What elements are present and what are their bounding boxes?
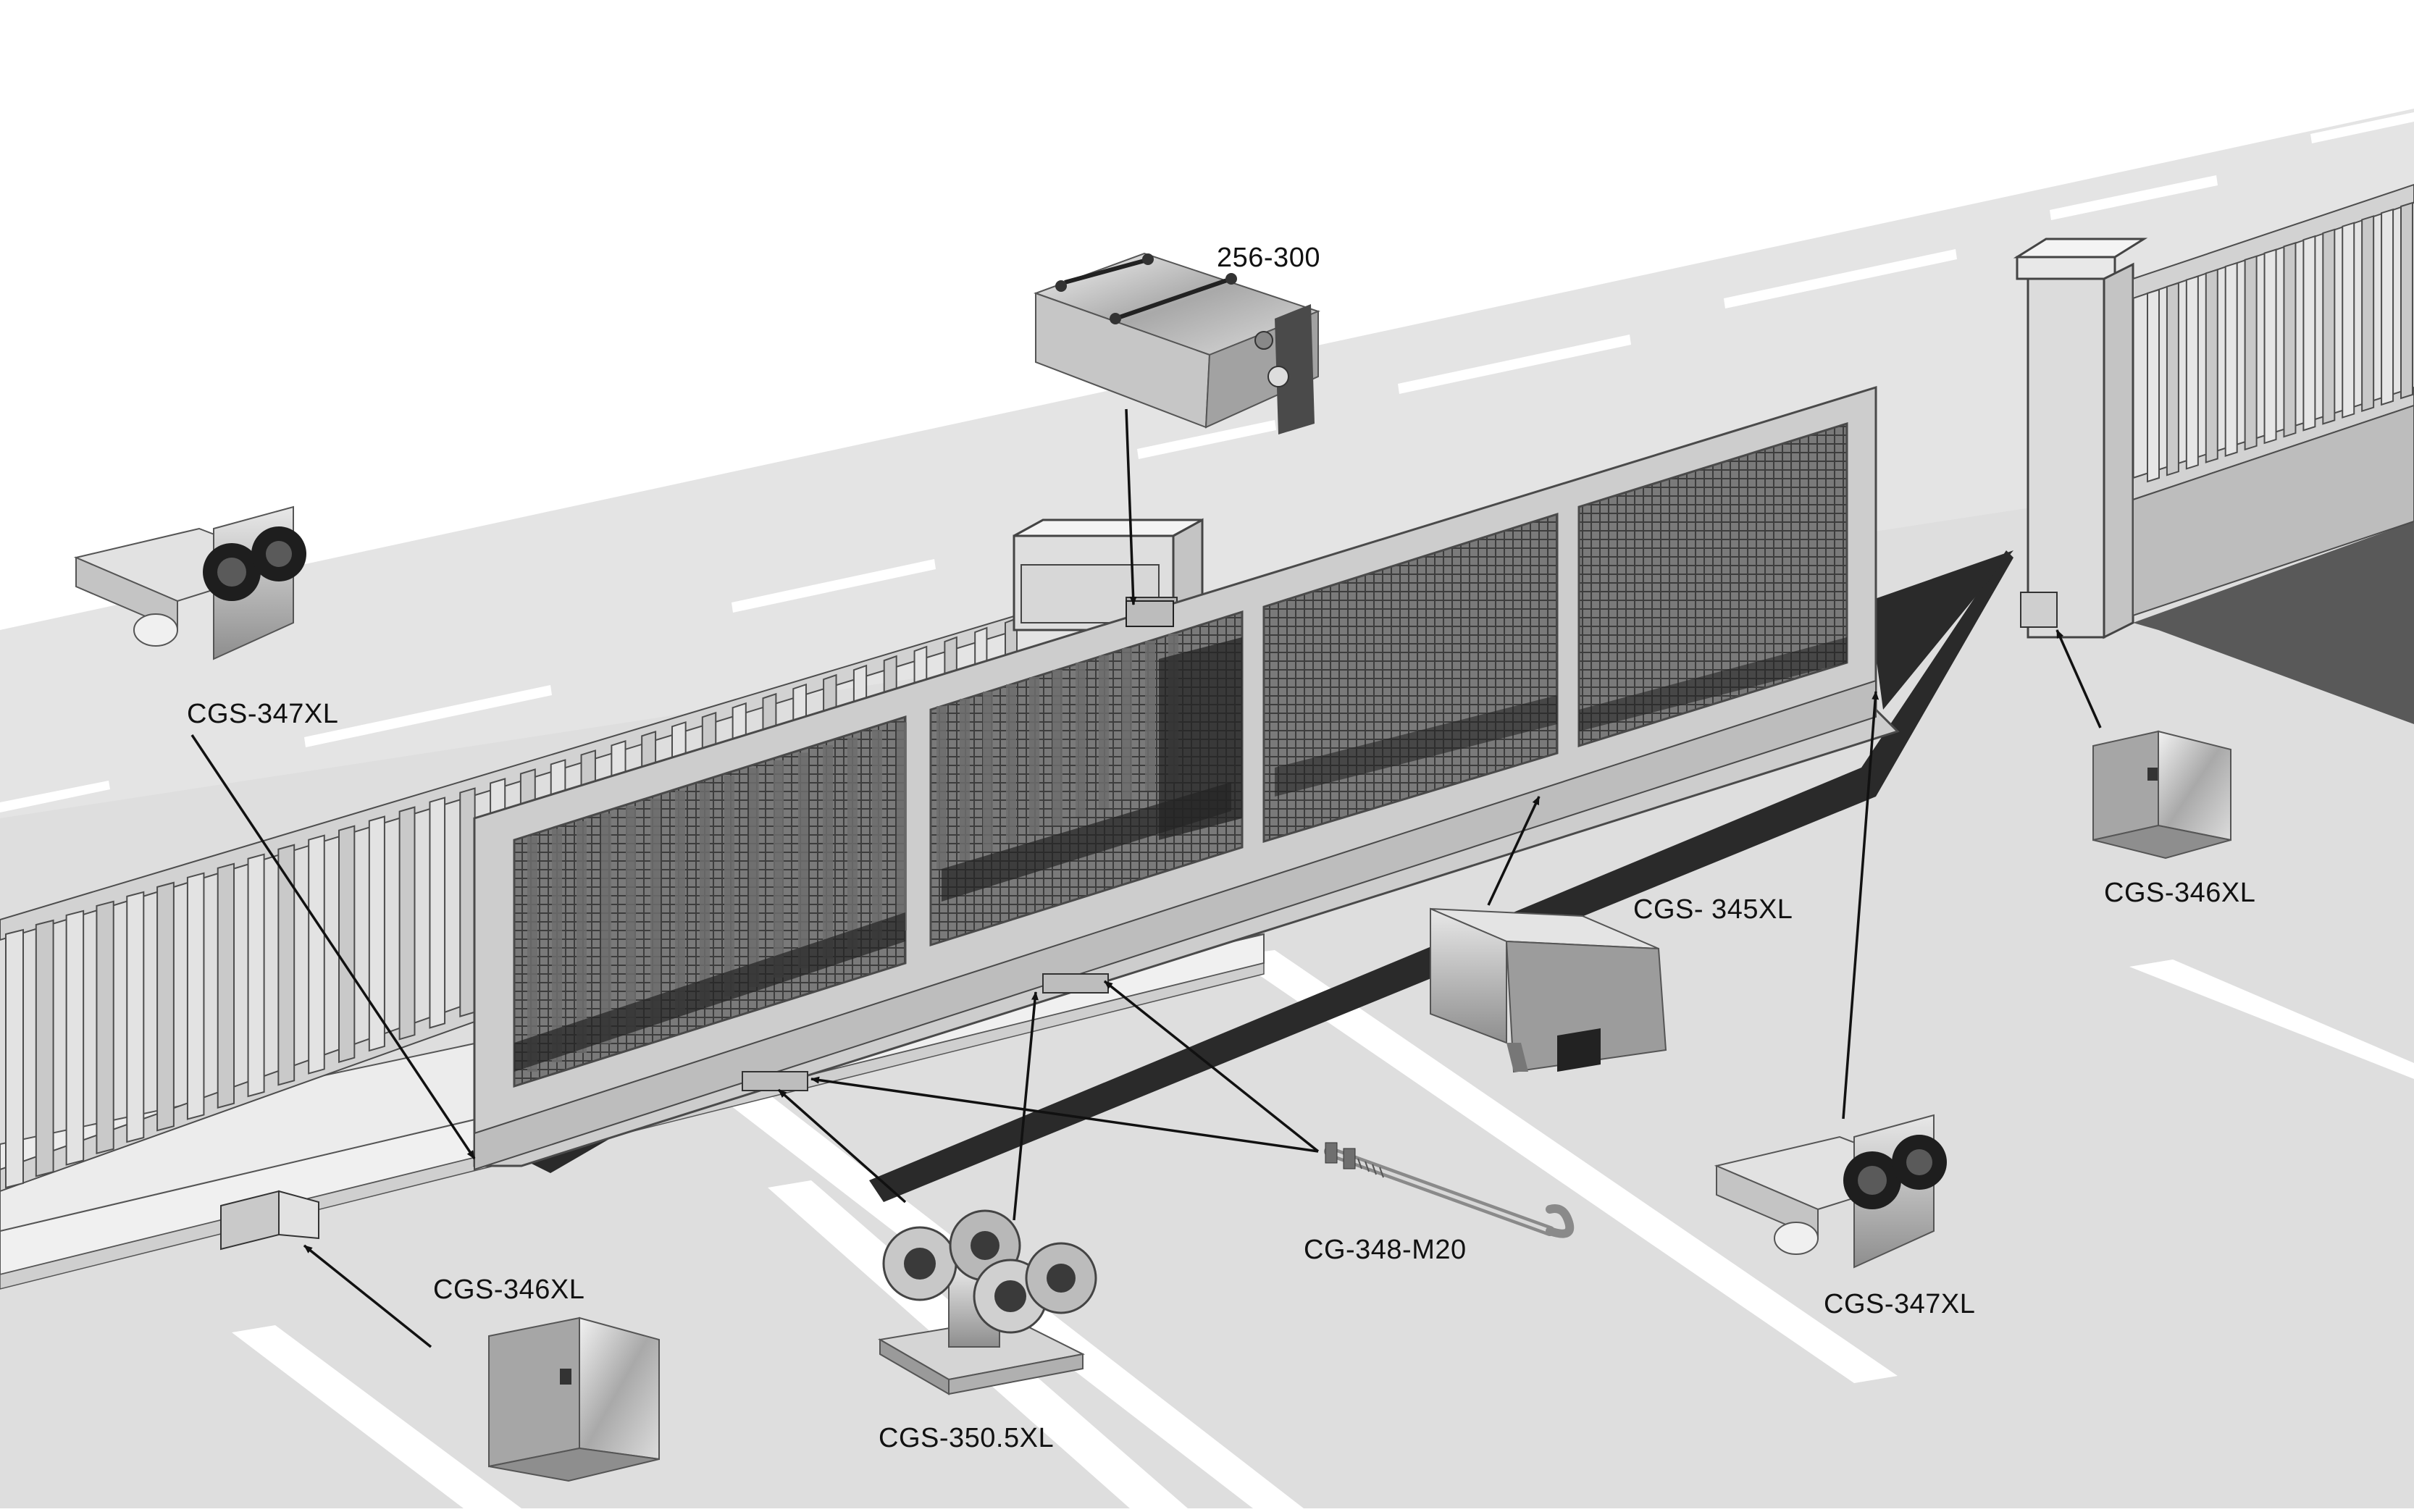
arrow-carriage-b [1013,991,1039,1221]
sliding-gate [473,385,1900,1171]
top-roller-guide-icon [1714,1114,1947,1269]
arrow-carriage-a [777,1088,907,1204]
arrow-347xl-left [190,734,476,1159]
arrow-346xl-right [2055,629,2102,728]
arrow-345xl [1487,796,1541,906]
arrow-bolt-b [1103,980,1320,1153]
fence-picket [368,815,385,1052]
fence-picket [247,853,265,1098]
label-cgs-350-5xl: CGS-350.5XL [879,1423,1055,1453]
label-cgs-347xl-right: CGS-347XL [1824,1289,1976,1319]
arrow-bolt-a [810,1076,1319,1153]
fence-picket [338,825,356,1063]
gate-post-right [2013,238,2148,639]
fence-picket [186,872,205,1120]
fence-picket [5,928,24,1189]
label-256-300: 256-300 [1217,243,1320,273]
fence-picket [2224,261,2238,457]
fence-picket [2302,235,2316,432]
fence-picket [2381,208,2394,406]
label-cg-348-m20: CG-348-M20 [1304,1235,1467,1265]
fence-picket [2205,268,2218,463]
mounted-carriages [742,973,1109,1091]
fence-picket [398,806,416,1041]
fence-picket [65,910,85,1166]
fence-picket [277,844,296,1086]
fence-picket [308,834,325,1075]
arrow-347xl-right [1842,691,1879,1120]
callout-arrows [190,408,2102,1348]
anchor-bolt-icon [1324,1142,1575,1238]
fence-picket [2244,255,2258,451]
fence-picket [459,787,476,1017]
arrow-256-300 [1125,408,1137,605]
fence-picket [2283,242,2297,438]
fence-picket [217,862,235,1109]
fence-picket [2263,248,2277,445]
lane-markings-far [0,112,2414,812]
label-cgs-346xl-left: CGS-346XL [433,1274,585,1305]
end-catcher-icon [2092,730,2231,860]
end-catcher-mounted [220,1190,319,1251]
label-cgs-345xl: CGS- 345XL [1633,894,1793,925]
roller-carriage-icon [878,1209,1097,1395]
guide-rail-profile-icon [1430,907,1667,1073]
arrow-346xl-left [303,1244,432,1348]
fence-picket [2361,215,2375,413]
fence-picket [2147,288,2160,483]
fixed-fence-right [2132,183,2414,724]
fence-picket [2342,222,2355,419]
fence-picket [2166,282,2179,476]
end-catcher-icon [488,1316,660,1482]
label-cgs-346xl-right: CGS-346XL [2104,878,2256,908]
fence-picket [126,891,145,1143]
fence-picket [2185,275,2199,470]
fence-picket [2322,228,2336,425]
top-roller-guide-icon [73,505,306,660]
fence-picket [429,797,446,1029]
fence-picket [35,919,54,1177]
fence-picket [156,881,175,1132]
label-cgs-347xl-left: CGS-347XL [187,699,339,729]
fence-picket [2400,201,2413,400]
mounted-bracket [1126,600,1174,627]
fence-picket [96,900,114,1155]
wall-bracket-icon [1034,252,1320,434]
